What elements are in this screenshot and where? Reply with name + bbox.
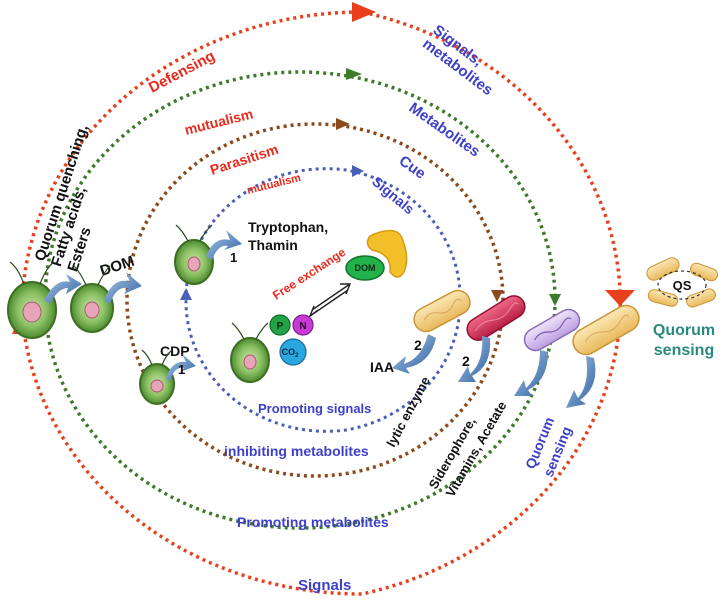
outer-right-label-line1: Signals,metabolites <box>419 22 506 100</box>
third-ring-arrowhead-top <box>336 118 350 130</box>
lytic-number: 2 <box>462 353 470 369</box>
third-right-label: Cue <box>396 152 429 182</box>
siderophore-arrow <box>514 350 548 396</box>
tryptophan-label-line2: Thamin <box>248 237 298 253</box>
dom-badge-label: DOM <box>355 263 376 273</box>
bacterium-yellow-quorum <box>572 304 640 356</box>
co2-badge-subscript: 2 <box>295 353 299 359</box>
inner-ring-arrowhead-top <box>352 165 364 177</box>
p-badge: P <box>269 314 291 336</box>
outer-ring-arrowhead-top <box>352 2 376 22</box>
pathway-number-1-top: 1 <box>230 250 237 265</box>
third-left-label: CDP <box>160 343 190 359</box>
dom-badge: DOM <box>345 255 385 281</box>
second-ring <box>43 68 561 530</box>
dom-source-blob <box>366 229 408 278</box>
inner-bottom-label: Promoting signals <box>258 401 371 416</box>
third-ring-arrowhead-right <box>491 290 503 302</box>
outer-ring-arrowhead-right <box>605 290 635 306</box>
iaa-arrow <box>392 334 436 374</box>
algae-cell-top <box>174 224 214 285</box>
side-quorum-line1: Quorum <box>653 322 715 339</box>
tryptophan-label-line1: Tryptophan, <box>248 219 328 235</box>
inner-top-label: mutualism <box>246 172 302 197</box>
algae-cell-center <box>230 322 270 383</box>
lytic-arrow <box>458 336 491 382</box>
release-arrow-outer <box>44 274 82 304</box>
pathway-number-1-bottom: 1 <box>178 362 185 377</box>
second-top-label: mutualism <box>183 105 255 137</box>
n-badge: N <box>292 314 314 336</box>
outer-bottom-label: Signals <box>298 577 351 594</box>
third-top-label: Parasitism <box>208 141 280 178</box>
side-quorum-line2: sensing <box>654 342 714 359</box>
lytic-label: lytic enzyme <box>383 374 433 449</box>
algae-cell-outer <box>7 261 57 339</box>
second-right-label: Metabolites <box>406 99 483 160</box>
bacterium-purple-siderophore <box>523 308 581 352</box>
inner-ring-arrowhead-left <box>180 288 192 300</box>
algae-cell-cdp <box>139 349 175 405</box>
exchange-arrows <box>308 283 352 319</box>
inner-right-label: Signals <box>369 173 418 217</box>
qs-label: QS <box>673 278 692 293</box>
qs-cluster: QS <box>646 257 719 308</box>
iaa-label: IAA <box>370 359 394 375</box>
co2-badge-label: CO2 <box>282 347 300 359</box>
bacterium-red-lytic <box>466 295 526 341</box>
iaa-number: 2 <box>414 337 422 353</box>
release-arrow-top <box>206 230 242 260</box>
second-ring-arrowhead-right <box>549 294 561 306</box>
n-badge-label: N <box>299 321 306 332</box>
third-bottom-label: inhibiting metabolites <box>224 443 369 459</box>
second-ring-arrowhead-top <box>346 68 362 80</box>
quorum-arrow <box>566 356 596 408</box>
release-arrow-dom <box>104 272 142 304</box>
bacterium-yellow-iaa <box>413 289 471 333</box>
algae-cell-dom <box>70 265 114 333</box>
second-bottom-label: Promoting metabolites <box>237 514 389 530</box>
co2-badge: CO2 <box>279 338 307 366</box>
release-arrow-cdp <box>166 354 196 382</box>
p-badge-label: P <box>277 321 284 332</box>
second-left-label: DOM <box>98 253 137 280</box>
